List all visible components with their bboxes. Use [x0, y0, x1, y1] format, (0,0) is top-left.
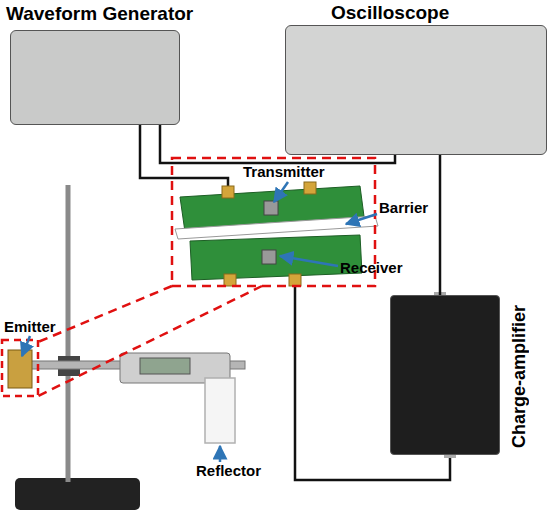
- instrument-name: Oscilloscope: [331, 2, 449, 24]
- stand-rod: [66, 185, 71, 482]
- dashed-line: [38, 286, 262, 396]
- leader-arrow: [219, 446, 222, 462]
- caliper-display: [140, 358, 190, 374]
- barrier-strip: [175, 216, 378, 239]
- sma-connector: [224, 274, 236, 286]
- cable: [160, 125, 395, 163]
- sma-connector: [222, 186, 234, 198]
- leader-arrow: [22, 336, 30, 356]
- sma-connector: [289, 274, 301, 286]
- sma-connector: [304, 182, 316, 194]
- part-label: Reflector: [196, 462, 261, 479]
- stand-base: [15, 478, 140, 510]
- instrument-box: Charge-amplifier: [390, 295, 500, 455]
- cable: [140, 125, 228, 192]
- part-label: Receiver: [340, 259, 403, 276]
- instrument-name: Charge-amplifier: [509, 296, 530, 456]
- part-label: Transmitter: [243, 163, 325, 180]
- leader-arrow: [280, 256, 338, 266]
- leader-arrow: [274, 182, 288, 202]
- part-label: Emitter: [4, 318, 56, 335]
- part-label: Barrier: [379, 199, 428, 216]
- instrument-name: Waveform Generator: [6, 3, 193, 25]
- dashed-line: [38, 286, 172, 342]
- chip: [264, 201, 278, 215]
- pcb-board: [190, 235, 362, 280]
- instrument-box: Waveform Generator: [10, 30, 180, 125]
- instrument-box: Oscilloscope: [285, 25, 547, 155]
- reflector-block: [205, 378, 235, 443]
- dashed-frame: [2, 340, 38, 396]
- leader-arrow: [346, 214, 377, 224]
- chip: [262, 250, 276, 264]
- cable: [439, 155, 442, 295]
- emitter-part: [8, 350, 32, 388]
